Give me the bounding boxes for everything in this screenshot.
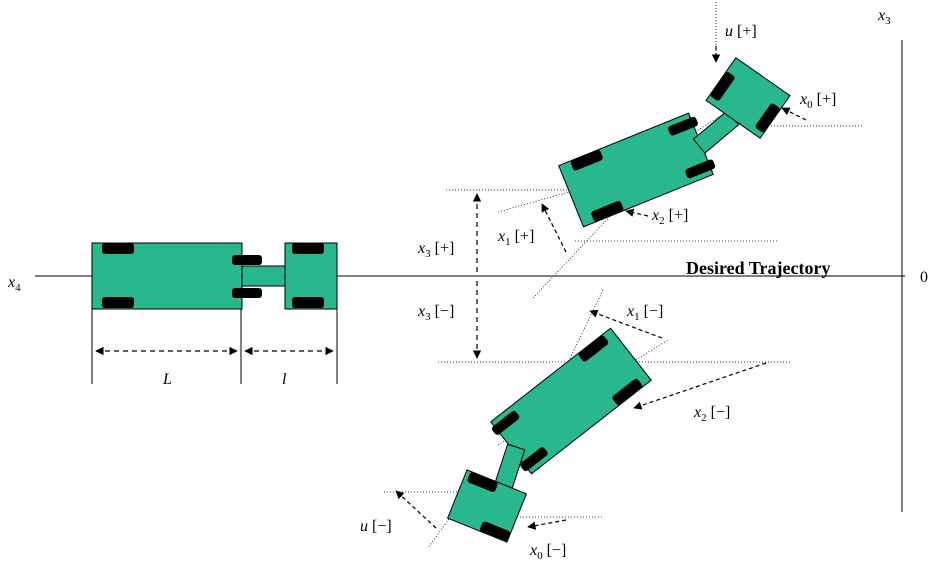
label-u-positive: u [+] <box>725 23 757 40</box>
tractor-wheel <box>292 297 324 308</box>
reference-vehicle <box>91 242 338 310</box>
upper-tractor-wheel <box>710 72 735 101</box>
label-x3-negative: x3 [−] <box>417 303 454 323</box>
x0-negative-arrow <box>527 519 567 530</box>
label-l: l <box>282 371 287 388</box>
x1-negative-arrow <box>589 309 663 339</box>
trailer-rear-wheel <box>232 288 262 298</box>
lower-trailer-wheel <box>612 378 643 405</box>
lower-tractor-wheel <box>480 521 511 542</box>
u-negative-arrow <box>395 490 437 529</box>
label-x2-positive: x2 [+] <box>651 207 688 227</box>
label-u-negative: u [−] <box>360 518 392 535</box>
label-x1-positive: x1 [+] <box>497 228 534 248</box>
upper-trailer-wheel <box>668 116 698 136</box>
desired-trajectory-label: Desired Trajectory <box>686 258 830 278</box>
label-x0-positive: x0 [+] <box>799 91 836 111</box>
lower-vehicle <box>384 289 767 549</box>
lower-tractor-wheel <box>467 472 498 492</box>
lower-trailer-wheel <box>578 335 609 362</box>
lower-trailer-wheel <box>520 447 548 472</box>
trailer-wheel <box>102 243 134 254</box>
label-x3-positive: x3 [+] <box>417 240 454 260</box>
x1-positive-arrow <box>541 203 567 253</box>
x3-offset-indicator <box>438 189 790 363</box>
upper-trailer-wheel <box>685 159 716 179</box>
label-x1-negative: x1 [−] <box>626 303 663 323</box>
label-L: L <box>162 371 172 388</box>
upper-vehicle <box>497 2 862 299</box>
label-x0-negative: x0 [−] <box>529 542 566 562</box>
x4-axis-label: x4 <box>7 274 21 294</box>
upper-tractor-wheel <box>755 103 780 133</box>
hitch-link <box>241 265 287 287</box>
upper-trailer-wheel <box>570 150 603 171</box>
lower-hitch-link <box>494 443 526 489</box>
x2-negative-arrow <box>633 362 767 410</box>
trailer-rear-wheel <box>232 255 262 265</box>
x0-positive-arrow <box>781 107 807 121</box>
lower-trailer-wheel <box>491 410 520 435</box>
upper-trailer-wheel <box>591 201 624 222</box>
dimensions <box>91 309 338 384</box>
label-x2-negative: x2 [−] <box>693 404 730 424</box>
x2-positive-arrow <box>625 208 649 217</box>
tractor-wheel <box>292 243 324 254</box>
x3-axis-label: x3 <box>877 7 891 27</box>
trailer-wheel <box>102 297 134 308</box>
origin-label: 0 <box>920 269 928 286</box>
lower-tractor-body <box>446 469 528 543</box>
